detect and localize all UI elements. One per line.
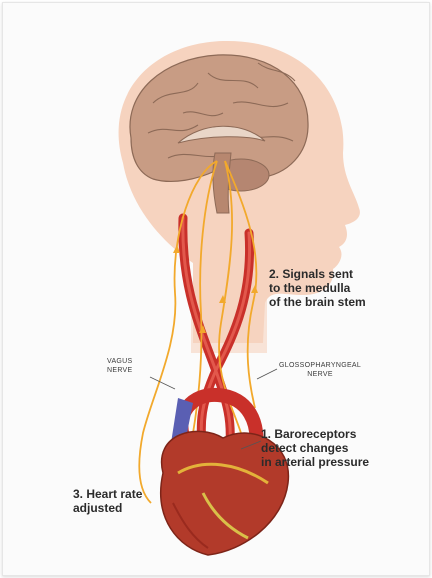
heart-rate-label: 3. Heart rate adjusted (73, 487, 142, 515)
vagus-label-line-1: VAGUS (107, 357, 133, 366)
glossopharyngeal-label-line-2: NERVE (279, 370, 361, 379)
signals-label-line-2: to the medulla (269, 281, 366, 295)
signals-label-line-3: of the brain stem (269, 295, 366, 309)
signals-label-line-1: 2. Signals sent (269, 267, 366, 281)
baroreceptors-label: 1. Baroreceptors detect changes in arter… (261, 427, 369, 469)
signals-label: 2. Signals sent to the medulla of the br… (269, 267, 366, 309)
baroreceptors-label-line-2: detect changes (261, 441, 369, 455)
glossopharyngeal-nerve-label: GLOSSOPHARYNGEAL NERVE (279, 361, 361, 379)
vagus-nerve-label: VAGUS NERVE (107, 357, 133, 375)
heart-rate-label-line-1: 3. Heart rate (73, 487, 142, 501)
baroreceptors-label-line-1: 1. Baroreceptors (261, 427, 369, 441)
vagus-label-line-2: NERVE (107, 366, 133, 375)
baroreceptors-label-line-3: in arterial pressure (261, 455, 369, 469)
heart-rate-label-line-2: adjusted (73, 501, 142, 515)
glossopharyngeal-label-line-1: GLOSSOPHARYNGEAL (279, 361, 361, 370)
